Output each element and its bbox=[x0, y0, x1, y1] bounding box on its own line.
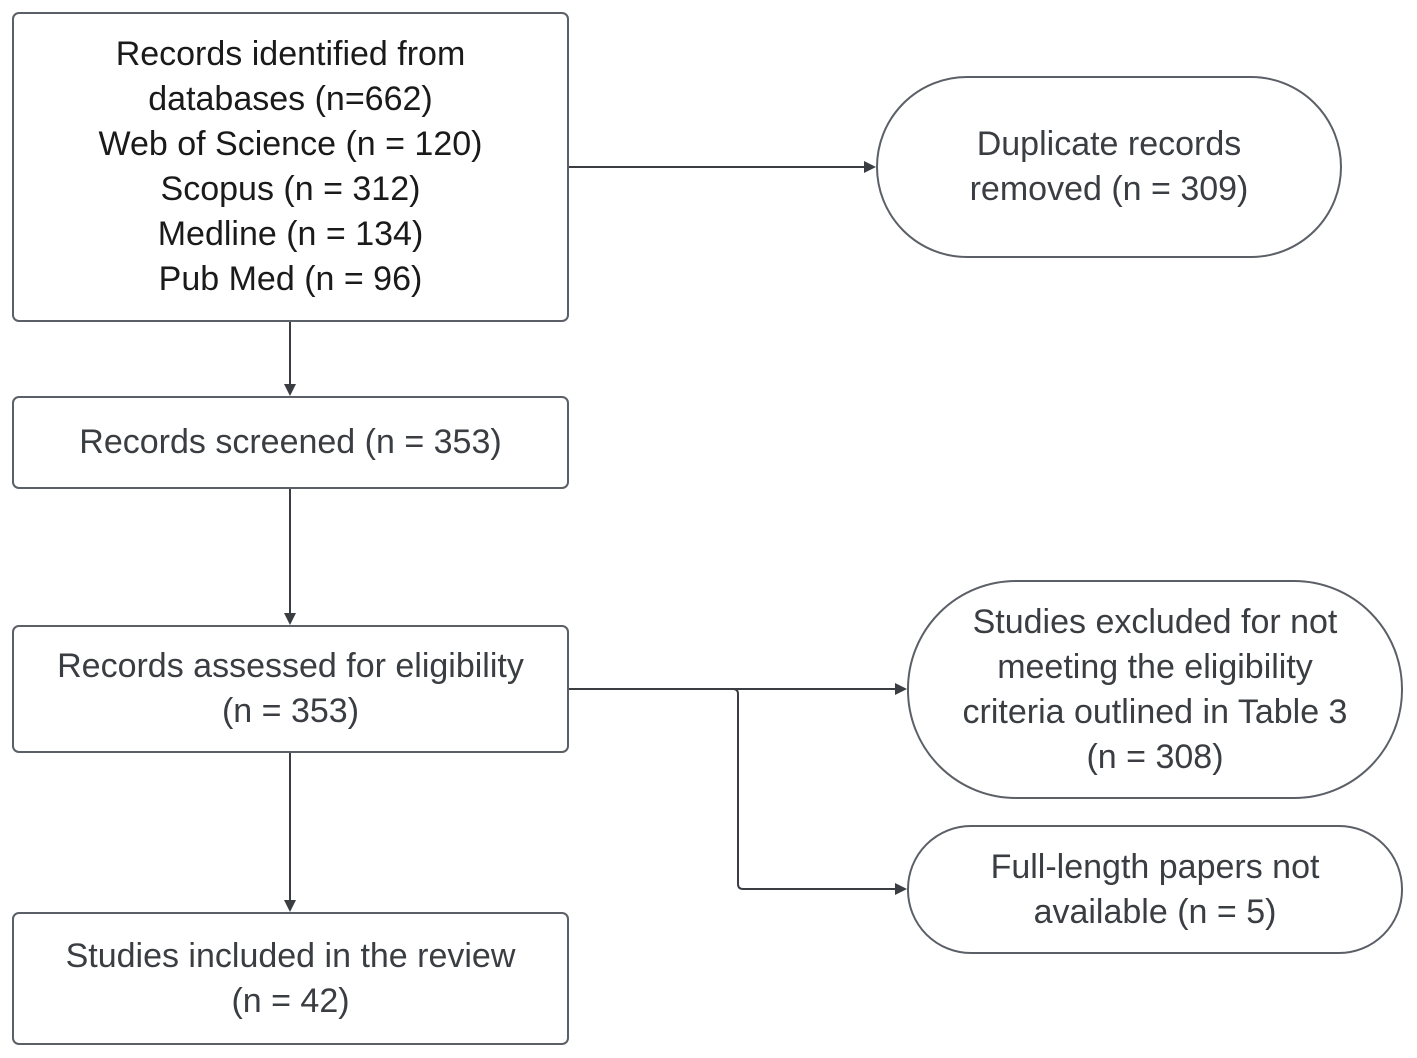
studies-excluded-node: Studies excluded for not meeting the eli… bbox=[907, 580, 1403, 799]
identified-line-5: Medline (n = 134) bbox=[157, 215, 424, 253]
duplicates-line-2: removed (n = 309) bbox=[969, 170, 1249, 208]
fulltext-line-2: available (n = 5) bbox=[1033, 892, 1277, 931]
excluded-line-4: (n = 308) bbox=[1086, 737, 1224, 776]
identified-line-2: databases (n=662) bbox=[148, 80, 433, 118]
screened-line-1: Records screened (n = 353) bbox=[79, 423, 502, 461]
included-line-2: (n = 42) bbox=[231, 981, 350, 1020]
arrow-assessed-to-fulltext bbox=[732, 688, 907, 895]
duplicates-line-1: Duplicate records bbox=[976, 125, 1242, 163]
included-line-1: Studies included in the review bbox=[65, 936, 516, 975]
assessed-line-1: Records assessed for eligibility bbox=[57, 647, 524, 685]
excluded-line-1: Studies excluded for not bbox=[972, 602, 1338, 641]
records-identified-box: Records identified from databases (n=662… bbox=[12, 12, 569, 322]
fulltext-line-1: Full-length papers not bbox=[990, 847, 1320, 886]
records-assessed-box: Records assessed for eligibility (n = 35… bbox=[12, 625, 569, 753]
identified-line-1: Records identified from bbox=[115, 35, 466, 73]
identified-line-6: Pub Med (n = 96) bbox=[158, 260, 423, 298]
records-screened-box: Records screened (n = 353) bbox=[12, 396, 569, 489]
assessed-line-2: (n = 353) bbox=[221, 692, 360, 730]
excluded-line-3: criteria outlined in Table 3 bbox=[962, 692, 1348, 731]
identified-line-4: Scopus (n = 312) bbox=[160, 170, 421, 208]
fulltext-unavailable-node: Full-length papers not available (n = 5) bbox=[907, 825, 1403, 954]
studies-included-box: Studies included in the review (n = 42) bbox=[12, 912, 569, 1045]
excluded-line-2: meeting the eligibility bbox=[997, 647, 1313, 686]
identified-line-3: Web of Science (n = 120) bbox=[98, 125, 483, 163]
duplicates-removed-node: Duplicate records removed (n = 309) bbox=[876, 76, 1342, 258]
